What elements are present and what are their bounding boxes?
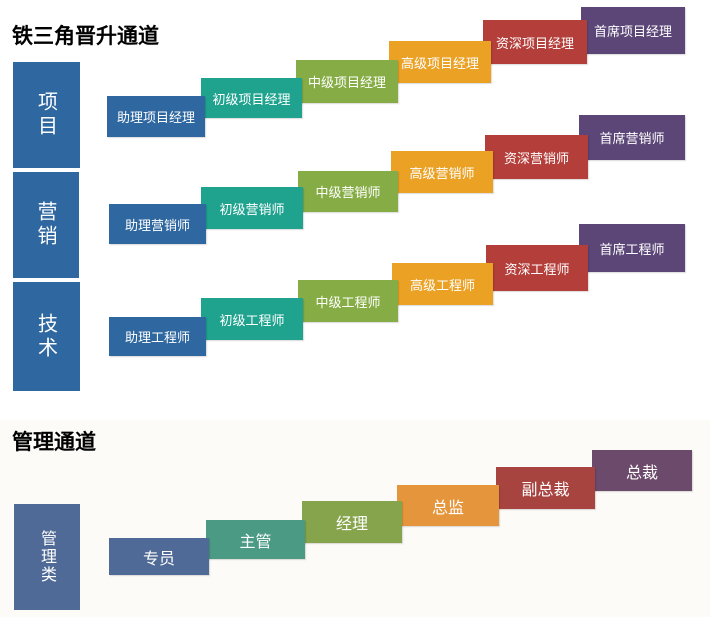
technical-level-6: 首席工程师 — [579, 224, 685, 272]
category-marketing: 营销 — [13, 172, 79, 278]
project-level-3: 中级项目经理 — [296, 60, 398, 103]
section-title-management: 管理通道 — [12, 430, 96, 454]
project-level-5: 资深项目经理 — [483, 20, 587, 64]
marketing-level-3: 中级营销师 — [298, 171, 398, 212]
technical-level-2: 初级工程师 — [201, 298, 303, 340]
marketing-level-4: 高级营销师 — [391, 151, 493, 193]
section-title-iron-triangle: 铁三角晋升通道 — [12, 24, 159, 48]
marketing-level-2: 初级营销师 — [201, 187, 303, 229]
category-technical: 技术 — [13, 282, 80, 391]
marketing-level-6: 首席营销师 — [579, 115, 685, 160]
marketing-level-5: 资深营销师 — [485, 135, 588, 179]
project-level-4: 高级项目经理 — [389, 41, 491, 83]
marketing-level-1: 助理营销师 — [109, 204, 206, 244]
project-level-2: 初级项目经理 — [201, 78, 302, 118]
management-level-1: 专员 — [109, 538, 209, 575]
management-level-3: 经理 — [302, 501, 402, 543]
project-level-1: 助理项目经理 — [107, 96, 205, 137]
technical-level-3: 中级工程师 — [298, 280, 398, 322]
technical-level-4: 高级工程师 — [392, 263, 493, 305]
category-project: 项目 — [13, 62, 80, 168]
project-level-6: 首席项目经理 — [581, 7, 685, 54]
management-level-4: 总监 — [397, 485, 499, 526]
management-level-5: 副总裁 — [496, 467, 595, 509]
technical-level-5: 资深工程师 — [486, 245, 588, 291]
management-level-6: 总裁 — [592, 450, 692, 491]
category-management: 管理类 — [14, 504, 80, 610]
technical-level-1: 助理工程师 — [109, 317, 206, 356]
management-level-2: 主管 — [206, 520, 305, 559]
